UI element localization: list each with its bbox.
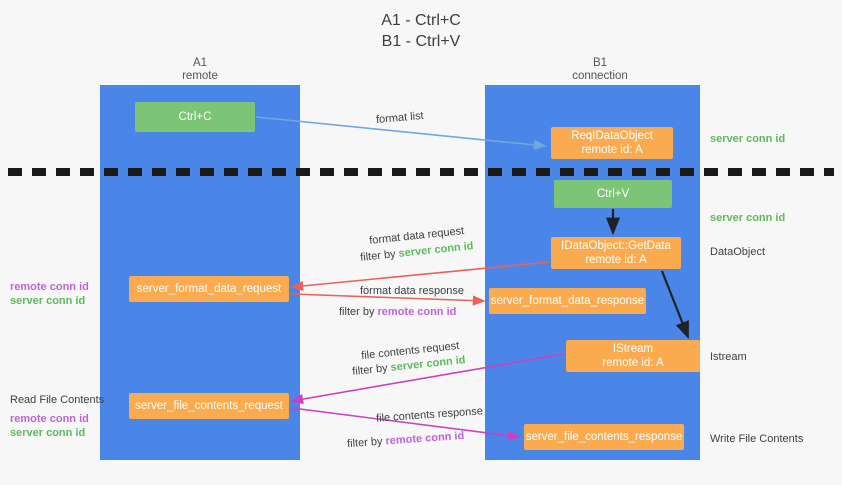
left-label-conn-ids-top: remote conn id server conn id [10, 280, 89, 308]
box-req-idataobject[interactable]: ReqIDataObject remote id: A [551, 127, 673, 159]
box-istream-line2: remote id: A [602, 357, 664, 369]
box-server-format-data-request[interactable]: server_format_data_request [129, 276, 289, 302]
page-title: A1 - Ctrl+C B1 - Ctrl+V [0, 10, 842, 52]
box-ctrl-c[interactable]: Ctrl+C [135, 102, 255, 132]
annotation-format-data-response-filter: filter by remote conn id [339, 305, 456, 319]
filter-prefix: filter by [346, 435, 386, 451]
filter-value-remote-conn-id: remote conn id [377, 306, 457, 318]
box-file-resp-label: server_file_contents_response [525, 431, 683, 443]
left-label-server-conn-id-1: server conn id [10, 295, 86, 307]
left-label-read-file-contents: Read File Contents [10, 394, 105, 406]
lane-right-role: connection [572, 70, 628, 82]
box-server-file-contents-request[interactable]: server_file_contents_request [129, 393, 289, 419]
box-server-file-contents-response[interactable]: server_file_contents_response [524, 424, 684, 450]
side-label-server-conn-id-top: server conn id [710, 133, 786, 145]
filter-value-remote-conn-id: remote conn id [385, 429, 465, 448]
box-ctrl-v-label: Ctrl+V [596, 188, 630, 200]
lane-left-role: remote [182, 70, 218, 82]
box-file-req-label: server_file_contents_request [135, 400, 283, 412]
lane-left-name: A1 [192, 57, 208, 69]
filter-prefix: filter by [351, 361, 392, 378]
left-label-server-conn-id-2: server conn id [10, 427, 86, 439]
box-idataobject-getdata[interactable]: IDataObject::GetData remote id: A [551, 237, 681, 269]
side-label-dataobject: DataObject [710, 246, 766, 258]
lane-header-left: A1 remote [100, 57, 300, 83]
box-server-format-data-response[interactable]: server_format_data_response [489, 288, 646, 314]
box-req-idataobject-line2: remote id: A [581, 144, 643, 156]
side-label-istream: Istream [710, 351, 747, 363]
lane-right-name: B1 [592, 57, 608, 69]
title-line-2: B1 - Ctrl+V [381, 33, 461, 50]
dashed-divider [8, 168, 834, 176]
left-label-remote-conn-id-1: remote conn id [10, 281, 89, 293]
box-istream-line1: IStream [612, 343, 654, 355]
title-line-1: A1 - Ctrl+C [381, 12, 461, 29]
left-label-remote-conn-id-2: remote conn id [10, 413, 89, 425]
side-label-server-conn-id-mid: server conn id [710, 212, 786, 224]
lane-header-right: B1 connection [500, 57, 700, 83]
box-istream[interactable]: IStream remote id: A [566, 340, 700, 372]
box-getdata-line2: remote id: A [585, 254, 647, 266]
side-label-write-file-contents: Write File Contents [710, 433, 804, 445]
annotation-file-contents-response: file contents response [375, 405, 484, 425]
box-fmt-req-label: server_format_data_request [136, 283, 282, 295]
box-fmt-resp-label: server_format_data_response [490, 295, 645, 307]
box-ctrl-v[interactable]: Ctrl+V [554, 180, 672, 208]
annotation-format-data-response: format data response [360, 285, 464, 297]
filter-prefix: filter by [359, 247, 400, 264]
annotation-format-list: format list [375, 109, 425, 127]
box-ctrl-c-label: Ctrl+C [178, 111, 212, 123]
box-req-idataobject-line1: ReqIDataObject [571, 130, 653, 142]
filter-prefix: filter by [339, 306, 378, 318]
annotation-file-contents-response-filter: filter by remote conn id [347, 429, 465, 451]
box-getdata-line1: IDataObject::GetData [561, 240, 671, 252]
left-label-conn-ids-bottom: remote conn id server conn id [10, 412, 89, 440]
